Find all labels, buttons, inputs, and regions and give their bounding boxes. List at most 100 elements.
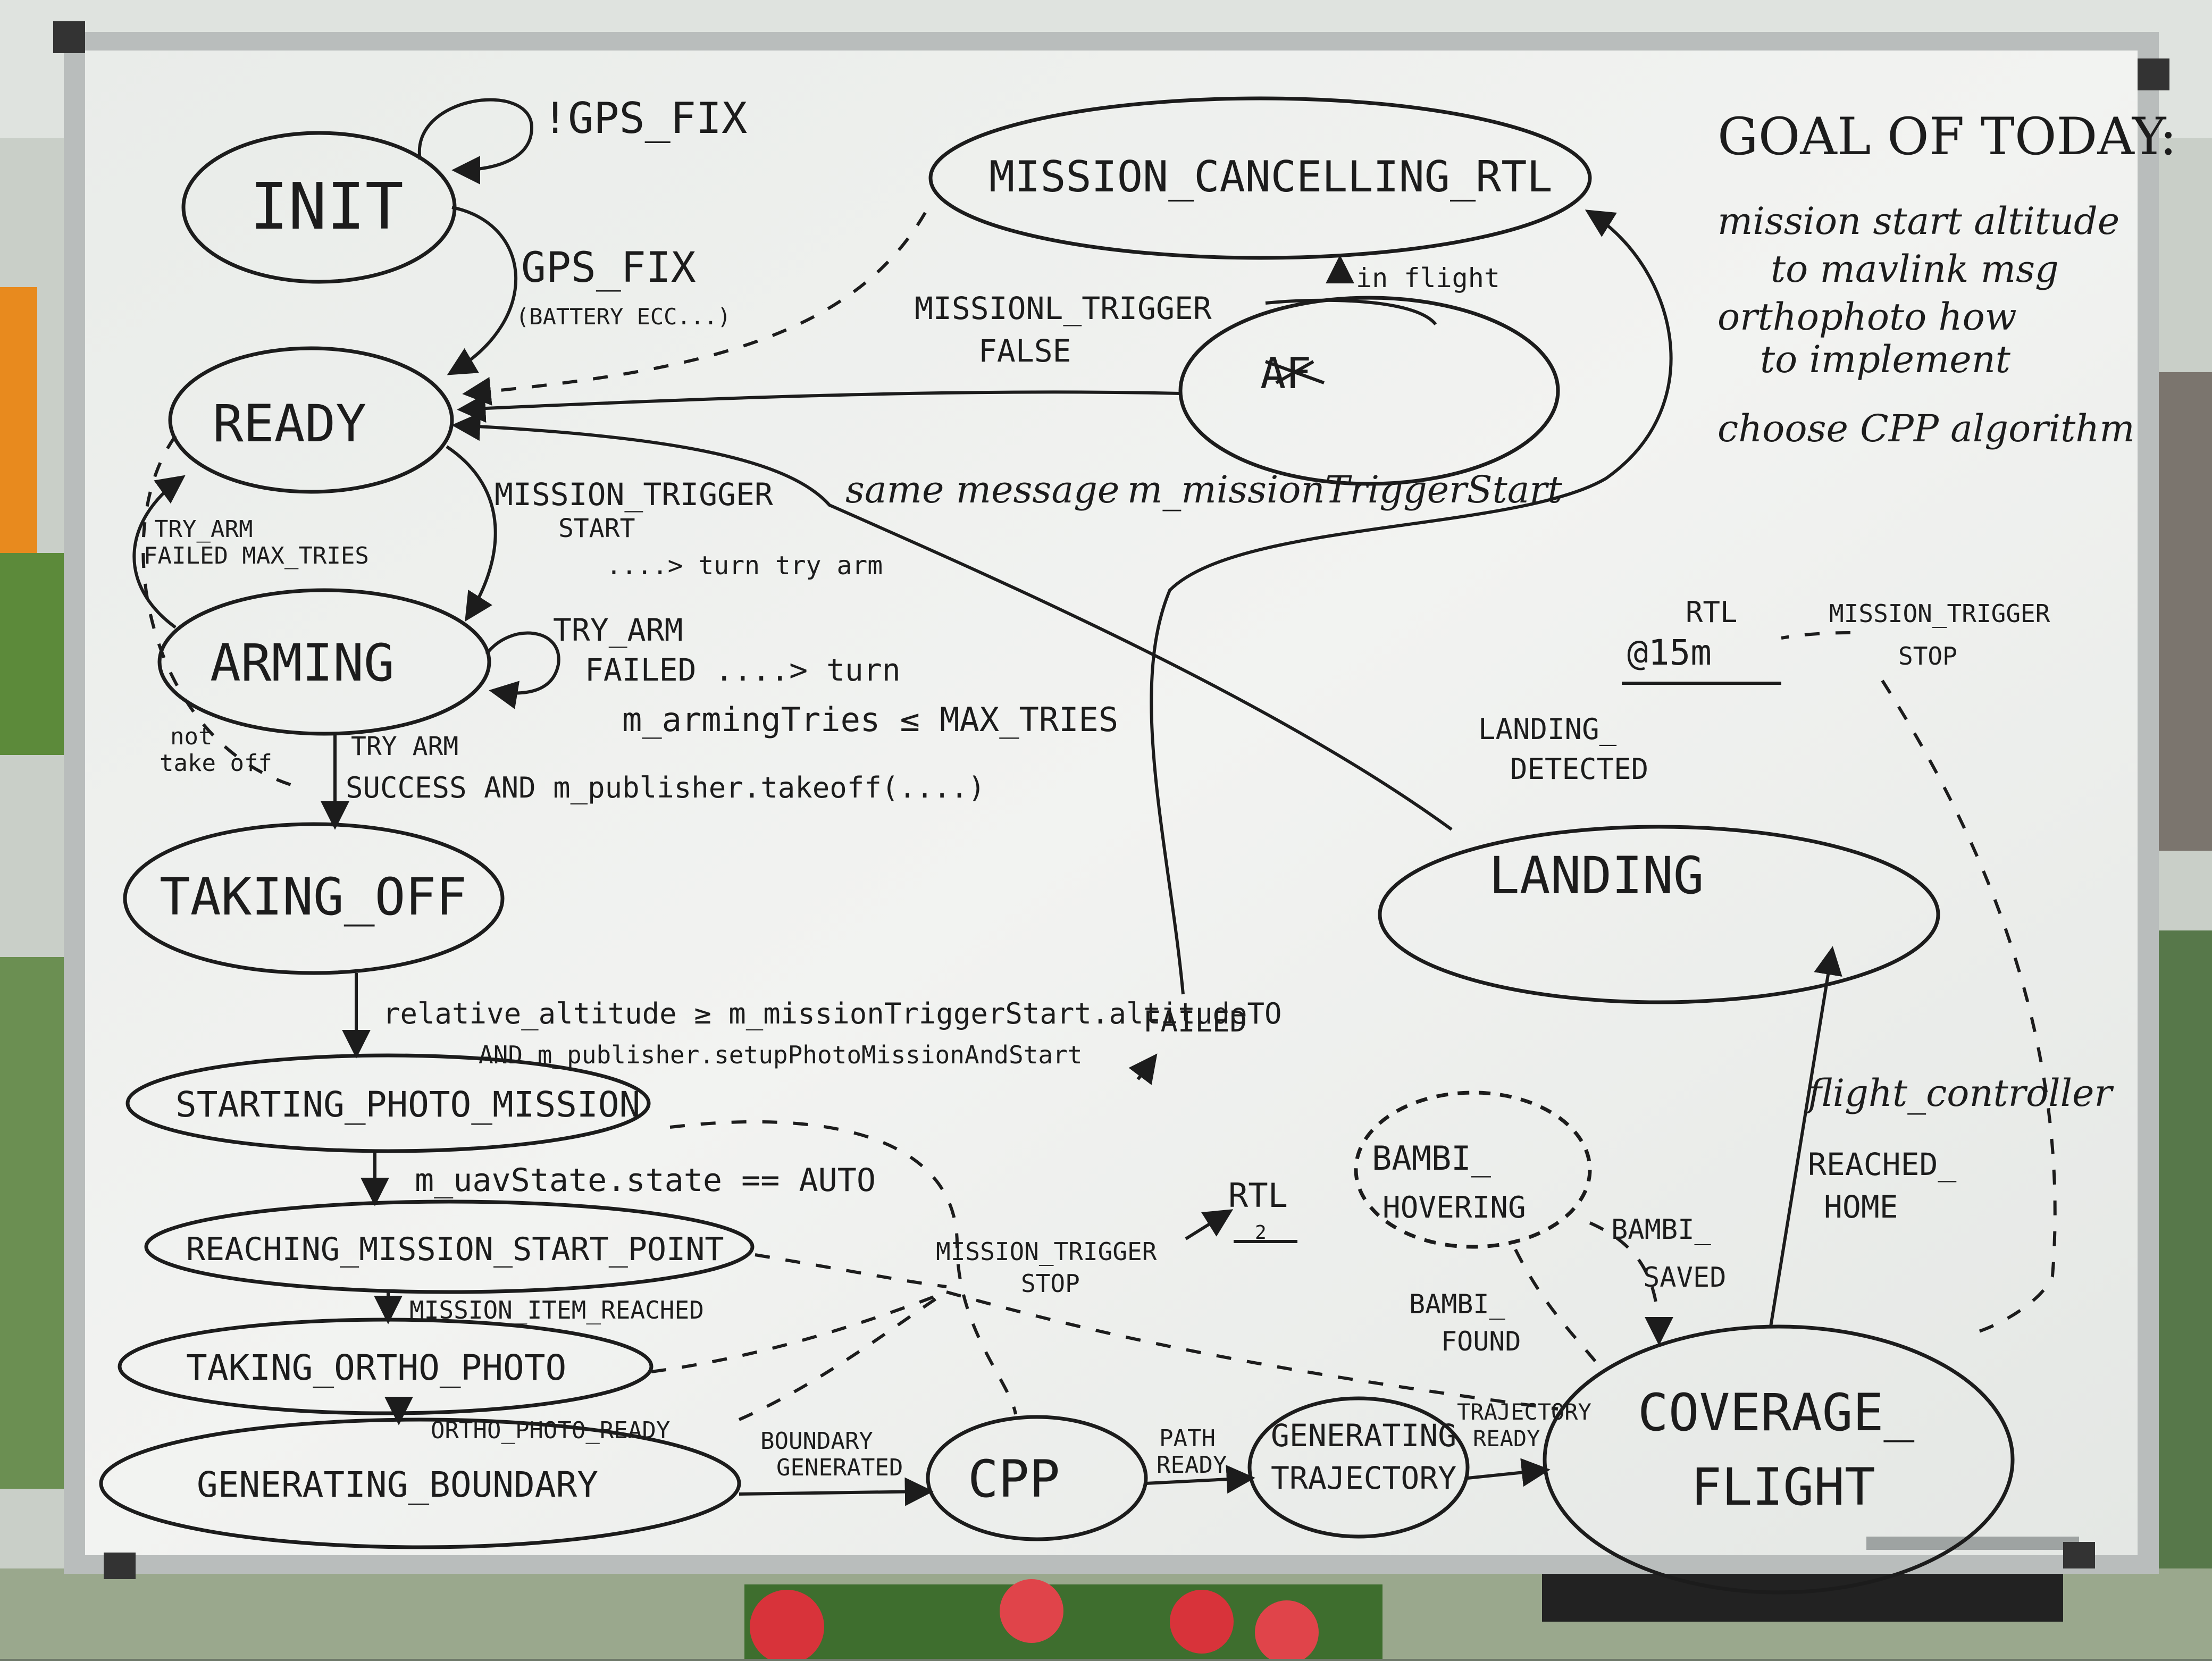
edge-boundary-cpp — [739, 1477, 934, 1506]
edge-init-self — [417, 98, 534, 184]
whiteboard — [53, 21, 2169, 1579]
edge-arming-ready — [132, 475, 186, 629]
edge-label-trajectory-1: TRAJECTORY — [1457, 1399, 1591, 1425]
goal-notes: GOAL OF TODAY: mission start altitude to… — [1717, 107, 2177, 450]
edge-label-rtl-altitude: @15m — [1627, 632, 1712, 673]
label-bambi: BAMBI_ — [1372, 1139, 1492, 1178]
edge-labels: !GPS_FIX GPS_FIX (BATTERY ECC...) MISSIO… — [144, 94, 2114, 1481]
label-mission-cancelling-rtl: MISSION_CANCELLING_RTL — [989, 152, 1553, 202]
edge-reaching-stop — [755, 1253, 947, 1288]
edge-label-trigger-start-2: START — [558, 514, 635, 543]
state-reaching-mission-start-point — [144, 1199, 755, 1294]
label-arming: ARMING — [210, 633, 395, 693]
state-landing — [1378, 825, 1940, 1004]
edge-failed-arrow — [1128, 1053, 1158, 1085]
goal-item-4: to implement — [1760, 338, 2011, 381]
edge-trajectory-coverage — [1467, 1458, 1551, 1487]
edge-label-try-arm-success-2: SUCCESS AND m_publisher.takeoff(....) — [346, 771, 985, 804]
crossed-out-mark — [1264, 360, 1325, 384]
edge-label-not-gps-fix: !GPS_FIX — [542, 94, 747, 143]
edge-label-boundary-2: GENERATED — [776, 1454, 903, 1481]
edge-cpp-trajectory — [1145, 1465, 1255, 1494]
edge-label-boundary-1: BOUNDARY — [760, 1428, 873, 1455]
crossed-out-top — [1265, 298, 1437, 325]
edge-label-same-message: same message — [845, 468, 1119, 511]
edge-starting-rtl — [1150, 209, 1673, 995]
state-taking-off — [123, 822, 505, 975]
edge-label-turn-try-arm: ....> turn try arm — [606, 551, 883, 581]
edge-rtl-ready — [462, 212, 927, 406]
goal-title: GOAL OF TODAY: — [1717, 107, 2177, 166]
edge-bambi-saved — [1589, 1221, 1673, 1346]
edge-label-try-arm-max-1: TRY_ARM — [154, 516, 253, 543]
edge-label-mission-trigger-stop-2: STOP — [1021, 1269, 1080, 1298]
marker-tray — [1542, 1568, 2063, 1622]
edge-label-bambi-found-1: BAMBI_ — [1409, 1289, 1506, 1320]
label-generating: GENERATING — [1271, 1417, 1456, 1454]
edge-label-trigger-start-1: MISSION_TRIGGER — [495, 476, 773, 513]
edge-label-try-arm-max-2: FAILED MAX_TRIES — [144, 542, 369, 569]
edge-label-in-flight: in flight — [1356, 263, 1500, 293]
label-hovering: HOVERING — [1382, 1190, 1526, 1225]
label-generating-boundary: GENERATING_BOUNDARY — [197, 1464, 598, 1505]
edge-label-flight-controller: flight_controller — [1805, 1071, 2114, 1115]
edge-label-take-off: take off — [160, 750, 272, 777]
edge-arming-self — [485, 631, 560, 709]
edge-label-reached-home-1: REACHED_ — [1808, 1146, 1956, 1182]
edges-solid — [132, 98, 1842, 1506]
board-surface — [85, 51, 2138, 1555]
edge-label-bambi-saved-1: BAMBI_ — [1611, 1214, 1712, 1246]
edge-init-ready — [447, 206, 517, 375]
edge-label-stop-top-2: STOP — [1898, 642, 1957, 670]
edge-label-reached-home-2: HOME — [1824, 1189, 1898, 1225]
state-generating-boundary — [99, 1417, 741, 1549]
edge-label-bambi-saved-2: SAVED — [1643, 1262, 1727, 1294]
edge-stop-rtl — [1185, 1209, 1234, 1240]
edge-label-not: not — [170, 723, 212, 750]
label-taking-off: TAKING_OFF — [160, 867, 467, 927]
edges-dashed — [141, 212, 2057, 1421]
goal-item-5: choose CPP algorithm — [1717, 407, 2135, 450]
state-starting-photo-mission — [125, 1053, 651, 1153]
edge-label-try-arm-failed-2: FAILED ....> turn — [585, 652, 901, 688]
label-landing: LANDING — [1489, 846, 1704, 905]
edge-label-gps-fix: GPS_FIX — [521, 244, 696, 292]
edge-label-trajectory-2: READY — [1473, 1425, 1540, 1452]
edge-label-try-arm-failed-1: TRY_ARM — [553, 612, 683, 648]
edge-label-mission-item-reached: MISSION_ITEM_REACHED — [409, 1296, 704, 1324]
edge-crossed-ready — [457, 390, 1181, 423]
edge-label-path-2: READY — [1157, 1452, 1227, 1479]
edge-label-rtl-2: 2 — [1255, 1222, 1267, 1244]
edge-label-m-mission-trigger-start: m_missionTriggerStart — [1127, 468, 1563, 511]
label-ready: READY — [213, 394, 366, 454]
edge-label-rtl-top: RTL — [1686, 595, 1738, 629]
goal-item-1: mission start altitude — [1717, 199, 2119, 243]
edge-coverage-rtl — [1881, 680, 2057, 1336]
edge-coverage-landing — [1769, 946, 1842, 1327]
label-starting-photo-mission: STARTING_PHOTO_MISSION — [175, 1084, 640, 1125]
edge-label-failed: FAILED — [1143, 1005, 1247, 1038]
edge-label-mission-trigger-stop-1: MISSION_TRIGGER — [936, 1237, 1157, 1266]
label-reaching-mission-start-point: REACHING_MISSION_START_POINT — [186, 1231, 724, 1268]
label-coverage: COVERAGE_ — [1638, 1383, 1914, 1442]
goal-item-2: to mavlink msg — [1771, 247, 2059, 291]
goal-item-3: orthophoto how — [1717, 295, 2017, 339]
state-bambi-hovering — [1354, 1090, 1592, 1249]
edge-label-m-uav-state: m_uavState.state == AUTO — [415, 1162, 876, 1199]
edge-boundary-stop — [738, 1290, 948, 1421]
edge-starting-stop — [669, 1120, 1017, 1415]
edge-label-trigger-false-2: FALSE — [978, 333, 1071, 369]
edge-coverage-bambi-found — [1514, 1248, 1597, 1362]
edge-label-trigger-false-1: MISSIONL_TRIGGER — [915, 290, 1212, 326]
state-arming — [157, 588, 491, 736]
edge-coverage-stop — [946, 1290, 1559, 1411]
state-mission-cancelling-rtl — [928, 96, 1592, 260]
edge-label-rtl: RTL — [1228, 1176, 1288, 1215]
label-trajectory: TRAJECTORY — [1271, 1460, 1456, 1496]
edge-landing-ready — [451, 412, 1453, 831]
edge-stop-rtl-top — [1781, 631, 1851, 640]
label-cpp: CPP — [968, 1449, 1060, 1509]
edge-label-battery: (BATTERY ECC...) — [516, 304, 731, 330]
